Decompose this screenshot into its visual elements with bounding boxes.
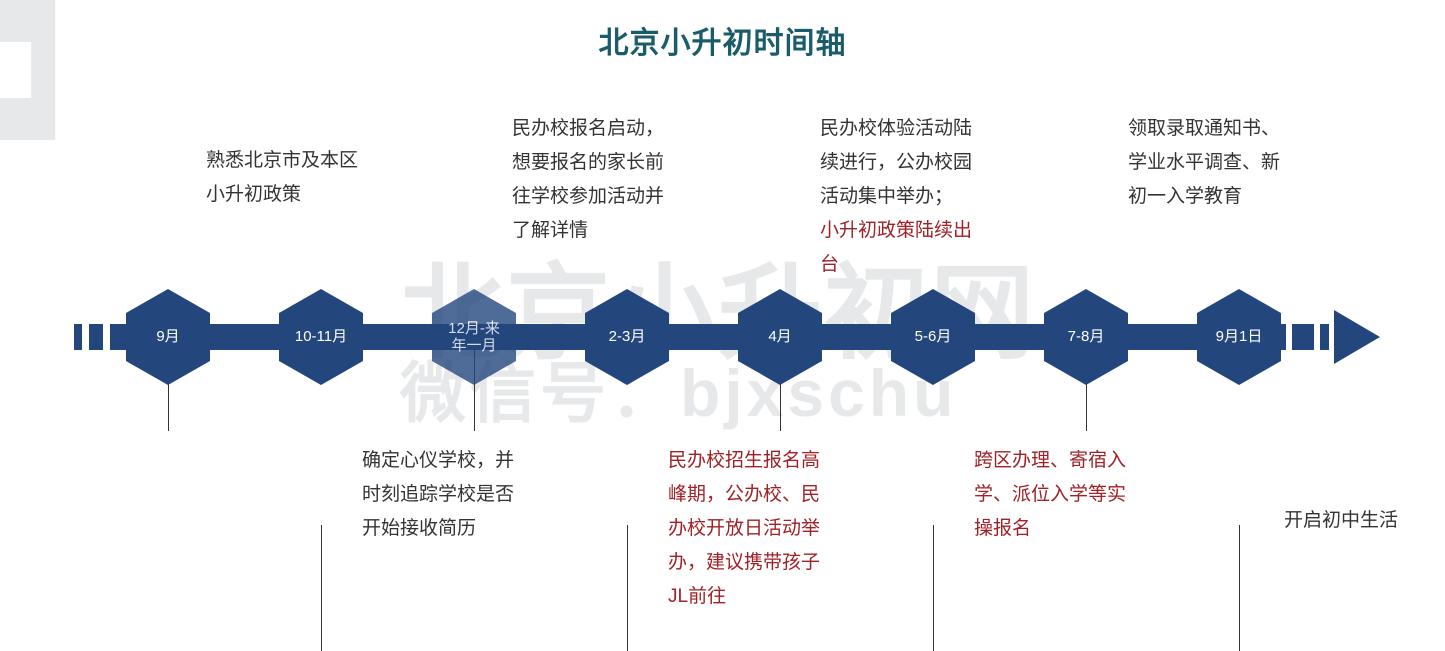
event-text-sep-1: 开启初中生活 [1284,510,1399,531]
timeline-node-apr-label: 4月 [768,328,792,346]
timeline-node-jul-aug-label: 7-8月 [1067,328,1105,346]
timeline-node-may-jun[interactable]: 5-6月 [891,289,975,385]
timeline-node-dec-jan[interactable]: 12月-来 年一月 [432,289,516,385]
timeline-arrowhead [1334,310,1380,364]
timeline-node-oct-nov[interactable]: 10-11月 [279,289,363,385]
timeline-node-sep-1-label: 9月1日 [1215,328,1263,346]
event-text-jul-aug: 领取录取通知书、 学业水平调查、新 初一入学教育 [1128,118,1281,207]
timeline-end-dash-2 [1320,324,1329,350]
event-text-dec-jan: 民办校报名启动， 想要报名的家长前 往学校参加活动并 了解详情 [512,118,665,241]
event-text-feb-mar: 民办校招生报名高 峰期，公办校、民 办校开放日活动举 办，建议携带孩子 JL前往 [668,450,821,607]
timeline-start-dash-2 [89,324,103,350]
timeline-node-oct-nov-label: 10-11月 [294,328,348,346]
event-text-oct-nov: 确定心仪学校，并 时刻追踪学校是否 开始接收简历 [362,450,515,539]
timeline-node-dec-jan-label: 12月-来 年一月 [448,319,500,354]
page-title: 北京小升初时间轴 [598,27,847,60]
event-text-sep: 熟悉北京市及本区 小升初政策 [206,150,359,205]
timeline-start-dash-3 [110,324,128,350]
event-text-may-jun: 跨区办理、寄宿入 学、派位入学等实 操报名 [974,450,1127,539]
timeline-end-dash-1 [1292,324,1314,350]
timeline-node-feb-mar[interactable]: 2-3月 [585,289,669,385]
timeline-node-sep-label: 9月 [156,328,180,346]
timeline-node-may-jun-label: 5-6月 [914,328,952,346]
event-text-apr: 民办校体验活动陆 续进行，公办校园 活动集中举办； 小升初政策陆续出 台 [820,118,973,275]
timeline-node-jul-aug[interactable]: 7-8月 [1044,289,1128,385]
timeline-node-sep-1[interactable]: 9月1日 [1197,289,1281,385]
timeline-node-sep[interactable]: 9月 [126,289,210,385]
timeline-node-apr[interactable]: 4月 [738,289,822,385]
timeline-start-dash-1 [74,324,82,350]
timeline-node-feb-mar-label: 2-3月 [608,328,646,346]
